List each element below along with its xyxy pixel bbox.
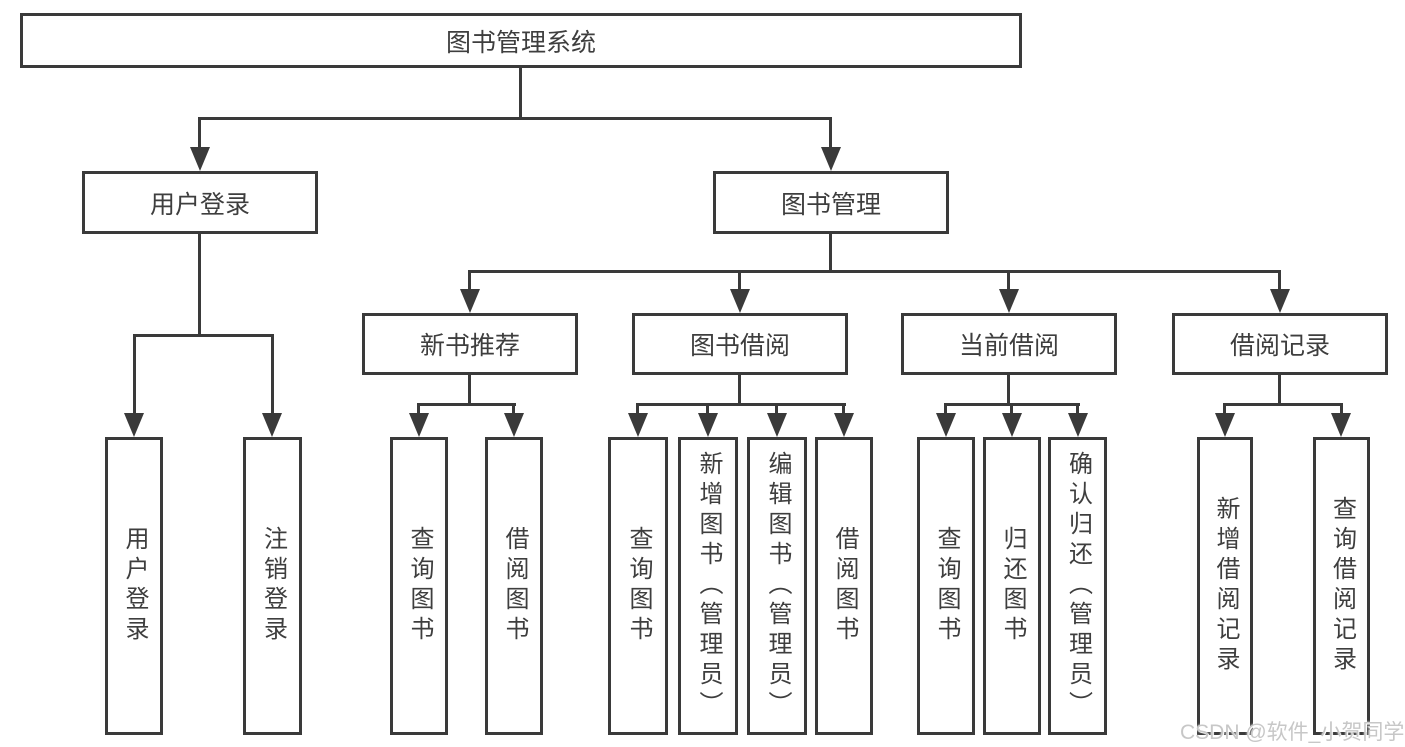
node-current-borrow: 当前借阅 (901, 313, 1117, 375)
connector-line (512, 403, 515, 415)
connector-line (133, 334, 274, 337)
leaf-confirm-return-admin: 确认归还（管理员） (1048, 437, 1107, 735)
connector-line (1278, 270, 1281, 293)
leaf-add-books-admin: 新增图书（管理员） (678, 437, 738, 735)
leaf-edit-books-admin: 编辑图书（管理员） (747, 437, 807, 735)
node-root: 图书管理系统 (20, 13, 1022, 68)
node-book-management: 图书管理 (713, 171, 949, 234)
connector-line (468, 270, 471, 293)
node-new-book-recommend-label: 新书推荐 (419, 332, 520, 360)
arrowhead-down-icon (821, 147, 841, 171)
node-user-login-label: 用户登录 (149, 190, 250, 219)
connector-line (198, 234, 201, 337)
connector-line (1010, 403, 1013, 415)
arrowhead-down-icon (124, 413, 144, 437)
connector-line (1340, 403, 1343, 415)
arrowhead-down-icon (1215, 413, 1235, 437)
connector-line (636, 403, 639, 415)
node-borrow-records-label: 借阅记录 (1229, 332, 1330, 360)
arrowhead-down-icon (767, 413, 787, 437)
leaf-user-login-label: 用户登录 (121, 526, 148, 646)
connector-line (133, 334, 136, 415)
connector-line (738, 375, 741, 406)
leaf-return-books: 归还图书 (983, 437, 1041, 735)
leaf-user-login: 用户登录 (105, 437, 163, 735)
leaf-query-borrow-record-label: 查询借阅记录 (1328, 496, 1356, 676)
node-current-borrow-label: 当前借阅 (958, 332, 1059, 360)
csdn-watermark: CSDN @软件_小贺同学 (1180, 721, 1405, 744)
leaf-logout-label: 注销登录 (259, 526, 287, 646)
leaf-borrow-books: 借阅图书 (815, 437, 873, 735)
arrowhead-down-icon (834, 413, 854, 437)
leaf-borrow-books-label: 借阅图书 (831, 526, 858, 646)
arrowhead-down-icon (262, 413, 282, 437)
connector-line (1278, 375, 1281, 406)
connector-line (1223, 403, 1226, 415)
node-borrow-records: 借阅记录 (1172, 313, 1388, 375)
node-book-management-label: 图书管理 (780, 190, 881, 219)
arrowhead-down-icon (628, 413, 648, 437)
arrowhead-down-icon (409, 413, 429, 437)
arrowhead-down-icon (999, 289, 1019, 313)
leaf-current-query-books: 查询图书 (917, 437, 975, 735)
connector-line (842, 403, 845, 415)
connector-line (198, 117, 832, 120)
arrowhead-down-icon (1002, 413, 1022, 437)
connector-line (1076, 403, 1079, 415)
connector-line (1007, 270, 1010, 293)
leaf-query-borrow-record: 查询借阅记录 (1313, 437, 1370, 735)
node-book-borrow-label: 图书借阅 (689, 332, 790, 360)
connector-line (198, 117, 201, 149)
connector-line (636, 403, 846, 406)
connector-line (1223, 403, 1343, 406)
leaf-edit-books-admin-label: 编辑图书（管理员） (764, 451, 791, 721)
node-book-borrow: 图书借阅 (632, 313, 848, 375)
arrowhead-down-icon (730, 289, 750, 313)
connector-line (519, 68, 522, 119)
arrowhead-down-icon (504, 413, 524, 437)
arrowhead-down-icon (190, 147, 210, 171)
node-user-login: 用户登录 (82, 171, 318, 234)
connector-line (417, 403, 420, 415)
arrowhead-down-icon (698, 413, 718, 437)
connector-line (468, 270, 1281, 273)
connector-line (468, 375, 471, 406)
connector-line (944, 403, 947, 415)
leaf-recommend-borrow-books: 借阅图书 (485, 437, 543, 735)
connector-line (775, 403, 778, 415)
connector-line (829, 117, 832, 149)
node-root-label: 图书管理系统 (445, 28, 596, 57)
arrowhead-down-icon (936, 413, 956, 437)
leaf-logout: 注销登录 (243, 437, 302, 735)
leaf-borrow-query-books: 查询图书 (608, 437, 668, 735)
leaf-add-books-admin-label: 新增图书（管理员） (695, 451, 722, 721)
connector-line (738, 270, 741, 293)
connector-line (1007, 375, 1010, 406)
arrowhead-down-icon (1068, 413, 1088, 437)
leaf-return-books-label: 归还图书 (999, 526, 1026, 646)
leaf-add-borrow-record: 新增借阅记录 (1197, 437, 1253, 735)
connector-line (706, 403, 709, 415)
leaf-recommend-borrow-books-label: 借阅图书 (501, 526, 528, 646)
node-new-book-recommend: 新书推荐 (362, 313, 578, 375)
leaf-add-borrow-record-label: 新增借阅记录 (1212, 496, 1239, 676)
arrowhead-down-icon (460, 289, 480, 313)
leaf-borrow-query-books-label: 查询图书 (625, 526, 652, 646)
connector-line (417, 403, 516, 406)
connector-line (271, 334, 274, 415)
arrowhead-down-icon (1331, 413, 1351, 437)
leaf-recommend-query-books-label: 查询图书 (406, 526, 433, 646)
leaf-confirm-return-admin-label: 确认归还（管理员） (1064, 451, 1092, 721)
arrowhead-down-icon (1270, 289, 1290, 313)
connector-line (829, 234, 832, 273)
leaf-recommend-query-books: 查询图书 (390, 437, 448, 735)
leaf-current-query-books-label: 查询图书 (933, 526, 960, 646)
